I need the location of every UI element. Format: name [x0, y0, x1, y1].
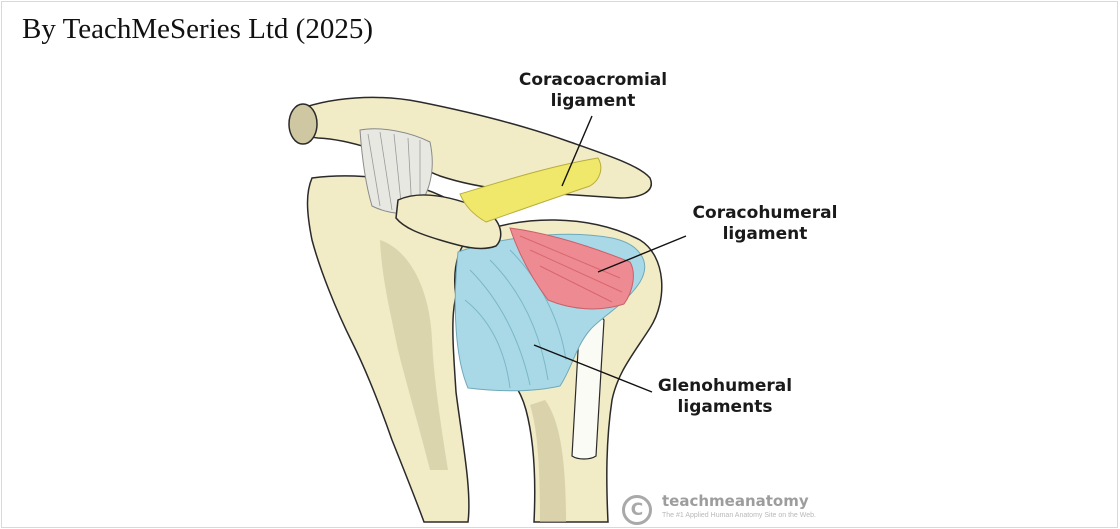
label-glenohumeral-ligaments: Glenohumeral ligaments — [650, 376, 800, 418]
label-glenohumeral-line1: Glenohumeral — [650, 376, 800, 397]
clavicle-cut-end — [289, 104, 317, 144]
watermark-text: teachmeanatomy The #1 Applied Human Anat… — [662, 493, 816, 522]
label-coracoacromial-ligament: Coracoacromial ligament — [518, 70, 668, 112]
watermark-name: teachmeanatomy — [662, 493, 816, 510]
watermark-tagline: The #1 Applied Human Anatomy Site on the… — [662, 510, 816, 522]
label-coracoacromial-line1: Coracoacromial — [518, 70, 668, 91]
label-glenohumeral-line2: ligaments — [650, 397, 800, 418]
label-coracohumeral-line2: ligament — [680, 224, 850, 245]
label-coracoacromial-line2: ligament — [518, 91, 668, 112]
copyright-logo-icon: C — [622, 495, 652, 525]
label-coracohumeral-ligament: Coracohumeral ligament — [680, 203, 850, 245]
label-coracohumeral-line1: Coracohumeral — [680, 203, 850, 224]
watermark: C teachmeanatomy The #1 Applied Human An… — [622, 493, 816, 529]
